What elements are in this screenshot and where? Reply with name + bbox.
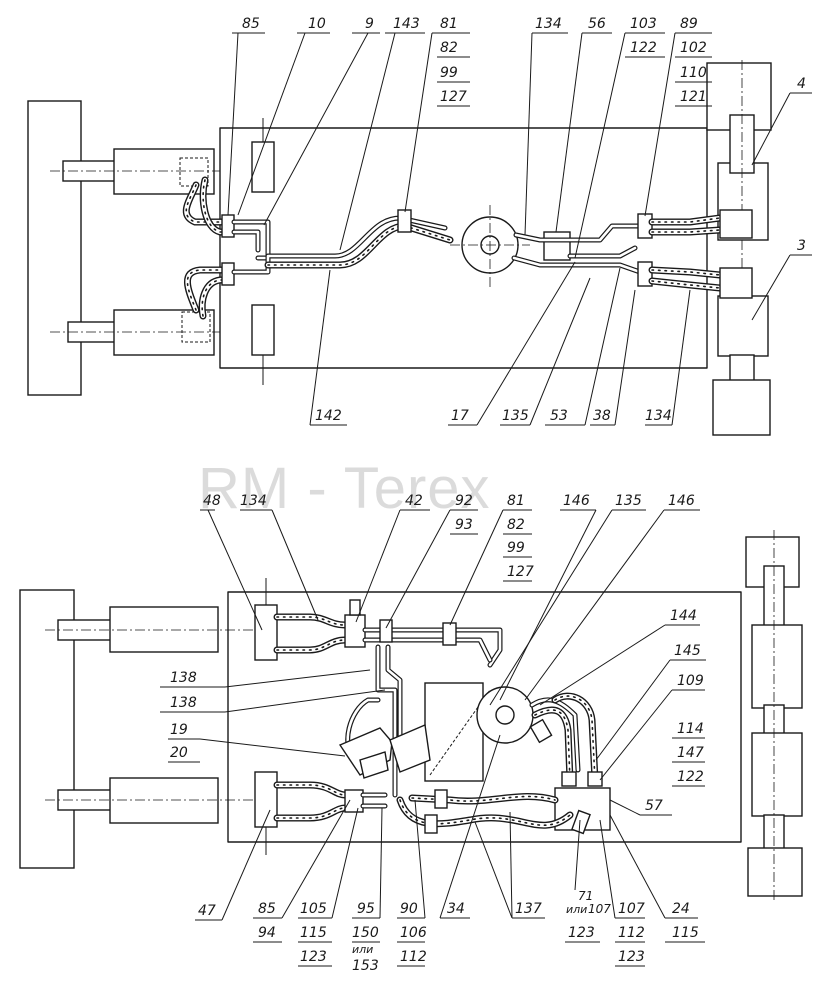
label-137: 137 — [515, 901, 542, 917]
top-view: 85 10 9 143 81 82 99 127 134 56 103 122 … — [27, 16, 812, 436]
label-121: 121 — [680, 89, 707, 105]
label-99: 99 — [440, 65, 458, 81]
steering-cylinder-upper-bottom — [45, 606, 265, 653]
label-47: 47 — [198, 903, 216, 919]
label-123-a: 123 — [300, 949, 327, 965]
label-127: 127 — [440, 89, 467, 105]
label-150: 150 — [352, 925, 379, 941]
label-99-b: 99 — [507, 540, 525, 556]
frame-top — [219, 127, 708, 369]
label-123-c: 123 — [618, 949, 645, 965]
label-123-b: 123 — [568, 925, 595, 941]
label-9: 9 — [365, 16, 374, 32]
label-102: 102 — [680, 40, 707, 56]
label-81-b: 81 — [507, 493, 525, 509]
reservoir-box — [424, 682, 484, 782]
bracket-48 — [254, 604, 278, 661]
label-134-bottom: 134 — [645, 408, 672, 424]
label-24: 24 — [672, 901, 690, 917]
label-110: 110 — [680, 65, 707, 81]
label-105: 105 — [300, 901, 327, 917]
label-142: 142 — [315, 408, 342, 424]
label-147: 147 — [677, 745, 704, 761]
label-3: 3 — [797, 238, 806, 254]
valve-56-top — [543, 231, 571, 261]
label-ili-1: или — [352, 943, 373, 956]
label-90: 90 — [400, 901, 418, 917]
label-93: 93 — [455, 517, 473, 533]
label-106: 106 — [400, 925, 427, 941]
bracket-lower-top — [251, 304, 275, 356]
label-10: 10 — [308, 16, 326, 32]
steering-cylinder-upper — [50, 148, 220, 195]
tee-42 — [344, 614, 366, 648]
front-wheel-top — [27, 100, 82, 396]
label-82: 82 — [440, 40, 458, 56]
label-4: 4 — [797, 76, 806, 92]
label-153: 153 — [352, 958, 379, 974]
label-122: 122 — [677, 769, 704, 785]
steering-cylinder-lower — [50, 309, 220, 356]
label-57: 57 — [645, 798, 663, 814]
label-138-b: 138 — [170, 695, 197, 711]
label-143: 143 — [393, 16, 420, 32]
label-107-a: 107 — [588, 902, 611, 916]
label-95: 95 — [357, 901, 375, 917]
label-109: 109 — [677, 673, 704, 689]
filter-19 — [338, 723, 431, 779]
label-115-b: 115 — [672, 925, 699, 941]
steering-cylinder-lower-bottom — [45, 777, 265, 824]
label-82-b: 82 — [507, 517, 525, 533]
label-85-b: 85 — [258, 901, 276, 917]
label-17: 17 — [451, 408, 469, 424]
label-53: 53 — [550, 408, 568, 424]
label-48: 48 — [203, 493, 221, 509]
label-145: 145 — [674, 643, 701, 659]
label-56: 56 — [588, 16, 606, 32]
label-135-top: 135 — [502, 408, 529, 424]
label-71: 71 — [578, 889, 593, 903]
label-146-a: 146 — [563, 493, 590, 509]
frame-bottom — [227, 591, 742, 843]
label-ili-2: или — [566, 903, 587, 916]
label-134-top: 134 — [535, 16, 562, 32]
bottom-view: 48 134 42 92 93 81 82 99 127 146 135 146… — [19, 493, 803, 974]
label-107-b: 107 — [618, 901, 645, 917]
label-135: 135 — [615, 493, 642, 509]
label-112-b: 112 — [618, 925, 645, 941]
label-114: 114 — [677, 721, 704, 737]
label-19: 19 — [170, 722, 188, 738]
label-134: 134 — [240, 493, 267, 509]
label-85: 85 — [242, 16, 260, 32]
label-144: 144 — [670, 608, 697, 624]
label-81: 81 — [440, 16, 458, 32]
label-92: 92 — [455, 493, 473, 509]
label-115-a: 115 — [300, 925, 327, 941]
label-138-a: 138 — [170, 670, 197, 686]
label-112-a: 112 — [400, 949, 427, 965]
label-103: 103 — [630, 16, 657, 32]
rear-axle-top — [706, 60, 772, 436]
label-146-b: 146 — [668, 493, 695, 509]
rear-axle-bottom — [745, 530, 803, 900]
label-34: 34 — [447, 901, 465, 917]
label-89: 89 — [680, 16, 698, 32]
label-122-top: 122 — [630, 40, 657, 56]
label-20: 20 — [170, 745, 188, 761]
label-42: 42 — [405, 493, 423, 509]
label-38: 38 — [593, 408, 611, 424]
label-127-b: 127 — [507, 564, 534, 580]
watermark: RM - Terex — [198, 456, 491, 521]
label-94: 94 — [258, 925, 276, 941]
